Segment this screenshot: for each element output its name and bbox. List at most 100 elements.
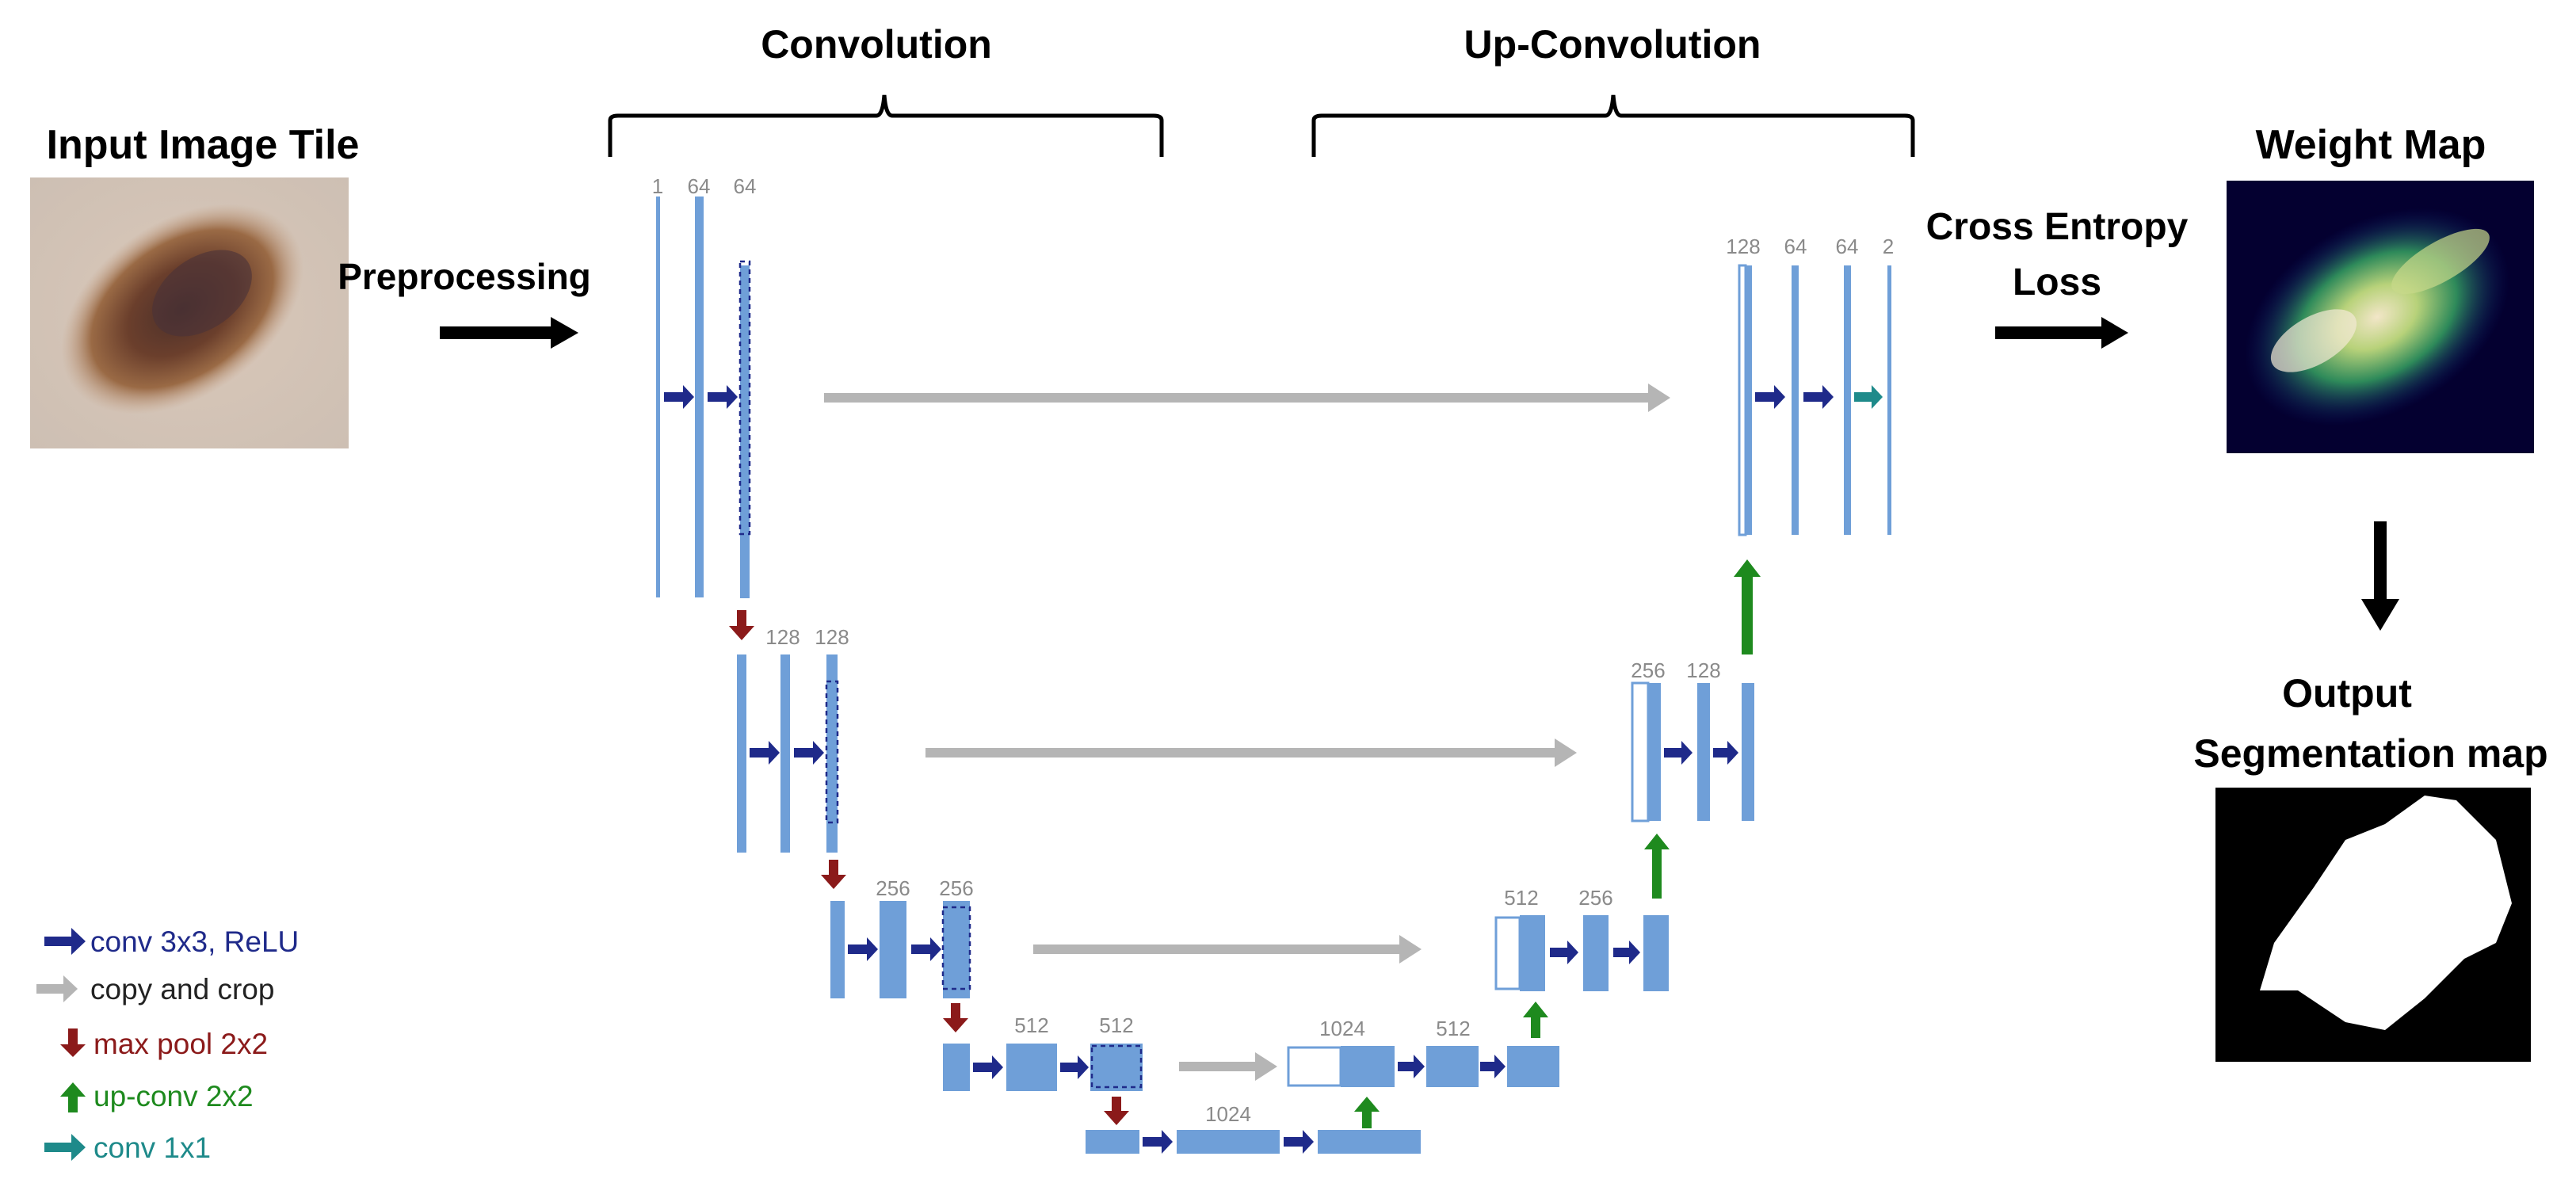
decoder-level-4: 1024 512 (1287, 1017, 1559, 1087)
arrow-down-icon (943, 1003, 968, 1032)
arrow-right-icon (1398, 1055, 1425, 1078)
decoder-level-3: 512 256 (1494, 886, 1669, 991)
arrow-right-icon (1613, 941, 1640, 964)
decoder-level-1: 128 64 64 2 (1726, 235, 1894, 536)
legend-item: conv 1x1 (44, 1131, 211, 1164)
feature-map (1520, 915, 1545, 991)
feature-map (826, 654, 838, 853)
channel-label: 64 (1784, 235, 1807, 258)
channel-label: 512 (1504, 886, 1538, 910)
arrow-right-icon (1060, 1055, 1089, 1079)
feature-map-copied (1738, 264, 1747, 536)
arrow-right-icon (1755, 385, 1785, 409)
channel-label: 256 (876, 876, 910, 900)
channel-label: 64 (734, 174, 757, 198)
channel-label: 1024 (1205, 1102, 1251, 1126)
feature-map (1341, 1046, 1395, 1087)
feature-map (1006, 1044, 1057, 1091)
input-image-tile (30, 177, 349, 448)
arrow-right-icon (1284, 1130, 1314, 1154)
feature-map-copied (1631, 681, 1650, 822)
preprocessing-group: Preprocessing (338, 256, 591, 349)
arrow-right-icon (1033, 935, 1422, 964)
input-image-group: Input Image Tile (30, 122, 360, 448)
weight-map-image (2227, 181, 2534, 453)
arrow-up-icon (60, 1082, 86, 1112)
feature-map (1844, 265, 1851, 535)
channel-label: 64 (688, 174, 711, 198)
legend-item: max pool 2x2 (60, 1028, 268, 1060)
arrow-right-icon (1480, 1055, 1506, 1078)
channel-label: 128 (815, 625, 849, 649)
channel-label: 512 (1014, 1013, 1048, 1037)
arrow-right-icon (1713, 741, 1738, 765)
channel-label: 256 (1578, 886, 1612, 910)
feature-map (1318, 1130, 1421, 1154)
feature-map (943, 1044, 970, 1091)
weight-map-group: Weight Map (2227, 122, 2534, 631)
encoder-level-3: 256 256 (830, 876, 974, 998)
encoder-level-4: 512 512 (943, 1013, 1143, 1091)
channel-label: 128 (765, 625, 800, 649)
preprocessing-label: Preprocessing (338, 256, 591, 297)
arrow-right-icon (1664, 741, 1693, 765)
output-title-line2: Segmentation map (2193, 731, 2547, 776)
arrow-right-icon (1803, 385, 1834, 409)
legend-label: max pool 2x2 (93, 1028, 268, 1060)
arrow-right-icon (664, 385, 694, 409)
channel-label: 512 (1436, 1017, 1470, 1040)
crop-marker (738, 260, 751, 536)
legend-label: copy and crop (90, 973, 274, 1006)
output-group: Output Segmentation map (2193, 671, 2548, 1062)
feature-map-copied (1287, 1046, 1342, 1087)
up-convolution-heading: Up-Convolution (1464, 22, 1761, 67)
crop-marker (941, 906, 971, 990)
channel-label: 256 (939, 876, 973, 900)
feature-map (1887, 265, 1891, 535)
crop-marker (825, 680, 839, 824)
output-title-line1: Output (2282, 671, 2412, 716)
legend-item: up-conv 2x2 (60, 1080, 254, 1112)
segmentation-map-image (2215, 788, 2531, 1062)
legend-label: conv 1x1 (93, 1131, 211, 1164)
legend: conv 3x3, ReLU copy and crop max pool 2x… (36, 925, 299, 1164)
crop-marker (1090, 1044, 1143, 1089)
up-convolution-heading-group: Up-Convolution (1311, 22, 1915, 157)
channel-label: 1 (652, 174, 663, 198)
arrow-down-icon (60, 1028, 86, 1057)
feature-map (780, 654, 790, 853)
feature-map (656, 197, 660, 597)
arrow-right-icon (911, 937, 941, 961)
feature-map (1792, 265, 1799, 535)
arrow-down-icon (821, 860, 846, 889)
conv-arrows (664, 385, 1834, 1154)
arrow-right-icon (973, 1055, 1003, 1079)
feature-map (1583, 915, 1609, 991)
feature-map (880, 901, 906, 998)
arrow-right-icon (824, 384, 1670, 412)
arrow-up-icon (1734, 559, 1761, 654)
arrow-right-icon (750, 741, 780, 765)
legend-item: copy and crop (36, 973, 274, 1006)
channel-label: 2 (1883, 235, 1894, 258)
arrow-right-icon (36, 975, 78, 1002)
feature-map (1697, 683, 1710, 821)
feature-map (830, 901, 845, 998)
legend-item: conv 3x3, ReLU (44, 925, 299, 958)
loss-arrow (1995, 317, 2128, 349)
arrow-up-icon (1523, 1002, 1548, 1038)
channel-label: 1024 (1319, 1017, 1365, 1040)
convolution-heading-group: Convolution (608, 22, 1164, 157)
feature-map (1746, 265, 1752, 535)
feature-map (695, 197, 704, 597)
feature-map (1090, 1044, 1143, 1091)
cross-entropy-label: Cross Entropy (1926, 206, 2189, 248)
channel-label: 128 (1726, 235, 1760, 258)
feature-map (740, 265, 750, 598)
feature-map (1643, 915, 1669, 991)
input-image-title: Input Image Tile (47, 122, 360, 168)
arrow-right-icon (925, 738, 1577, 767)
upconv-arrows (1354, 559, 1761, 1128)
decoder-level-2: 256 128 (1631, 658, 1754, 822)
